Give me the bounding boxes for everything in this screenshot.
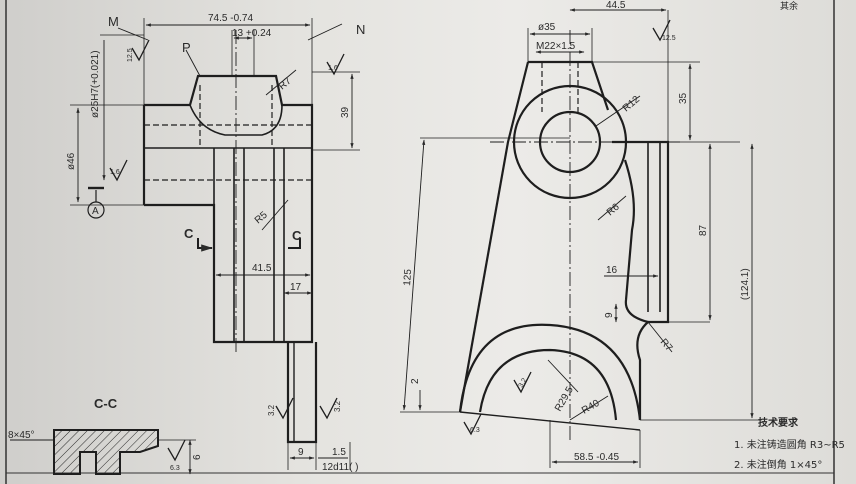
rough-1-6-b: 1.6 [110,169,120,176]
rough-6-3-section: 6.3 [170,465,180,472]
dim-bore: ø25H7(+0.021) [90,50,101,118]
dim-44-5: 44.5 [606,0,626,11]
section-c-c [10,429,196,475]
dim-1-5: 1.5 [332,447,346,458]
front-view [70,18,360,470]
section-mark-left: C [184,226,194,241]
dim-width-top: 74.5 -0.74 [208,13,253,24]
dim-radius-r6: R6 [605,201,622,218]
dim-9: 9 [298,447,304,458]
section-title: C-C [94,396,118,411]
dim-9-right: 9 [604,312,615,318]
rough-12-5-left: 12.5 [127,48,134,62]
dim-width-41-5: 41.5 [252,263,272,274]
rough-6-3-right: 6.3 [470,427,480,434]
dim-58-5: 58.5 -0.45 [574,452,619,463]
notes-line-1: 1. 未注铸造圆角 R3~R5 [734,438,845,451]
label-n: N [356,22,365,37]
rough-3-2-b: 3.2 [333,400,342,412]
label-m: M [108,14,119,29]
dim-radius-r40: R40 [580,398,602,417]
rough-12-5-right: 12.5 [662,35,676,42]
dim-thread: M22×1.5 [536,41,576,52]
dim-radius-r29: R29.5 [553,385,576,414]
dim-87: 87 [698,224,709,236]
datum-a-label: A [92,206,99,217]
dim-dia-46: ø46 [66,152,77,170]
label-p: P [182,40,191,55]
dim-35: 35 [678,92,689,104]
dim-dia-35: ø35 [538,22,556,33]
notes-line-2: 2. 未注倒角 1×45° [734,458,822,471]
dim-124: (124.1) [740,268,751,300]
dim-6: 6 [192,454,203,460]
dim-16: 16 [606,265,618,276]
dim-slot-width: 13 +0.24 [232,28,272,39]
notes-title: 技术要求 [758,416,799,429]
dim-12d11: 12d11( ) [322,462,359,473]
rough-3-2-right: 3.2 [518,377,529,389]
dim-17: 17 [290,282,302,293]
side-view [400,8,760,468]
dim-chamfer: 8×45° [8,430,35,441]
dim-height-39: 39 [340,106,351,118]
rough-1-6-a: 1.6 [328,65,338,72]
dim-2: 2 [410,378,421,384]
dim-125: 125 [402,268,414,286]
section-mark-right: C [292,228,302,243]
rough-3-2-a: 3.2 [267,404,276,416]
corner-note: 其余 [780,0,798,12]
